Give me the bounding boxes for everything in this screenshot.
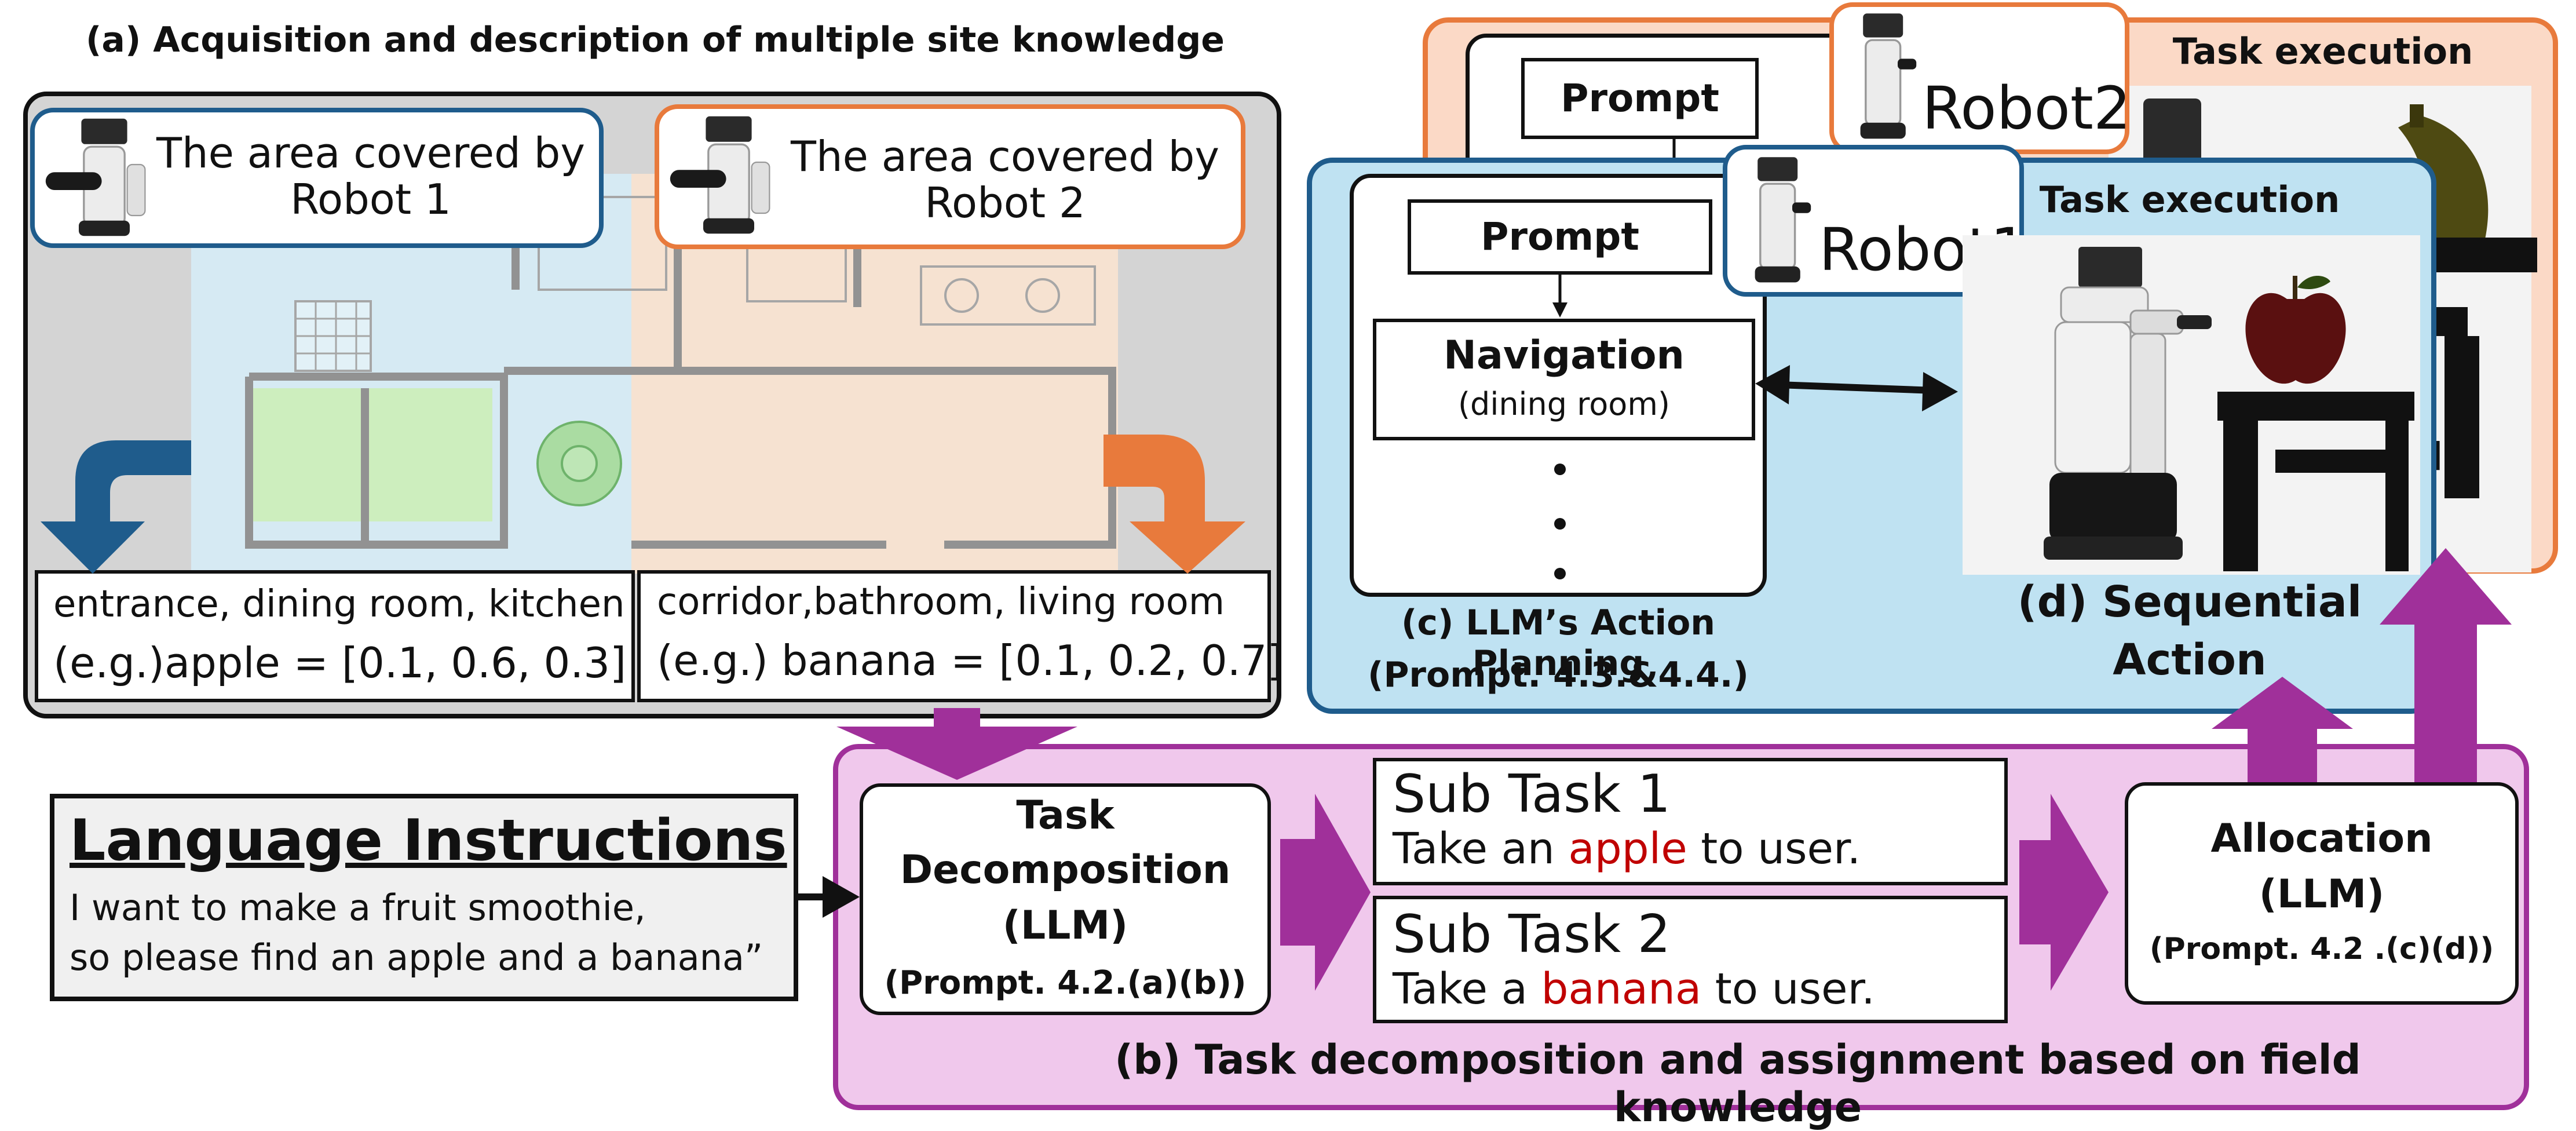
panel-d-caption-1: (d) Sequential xyxy=(2017,577,2362,627)
robot1-area-text-1: The area covered by xyxy=(156,129,585,177)
decomp-line-2: Decomposition xyxy=(900,847,1231,893)
area1-places: entrance, dining room, kitchen xyxy=(53,583,625,626)
panel-b-caption: (b) Task decomposition and assignment ba… xyxy=(1115,1036,2361,1131)
subtask2-post: to user. xyxy=(1701,964,1875,1014)
decomp-line-1: Task xyxy=(1016,793,1115,838)
robot1-area-text-2: Robot 1 xyxy=(290,175,451,224)
subtask2-text: Take a banana to user. xyxy=(1393,964,1875,1014)
robot2-icon xyxy=(670,116,770,234)
alloc-line-2: (LLM) xyxy=(2259,871,2385,917)
subtask1-title: Sub Task 1 xyxy=(1393,764,1671,824)
subtask2-object: banana xyxy=(1541,964,1702,1014)
subtask2-pre: Take a xyxy=(1393,964,1541,1014)
instructions-line-2: so please find an apple and a banana” xyxy=(70,936,763,979)
subtask1-box xyxy=(1373,758,2008,885)
instructions-title: Language Instructions xyxy=(70,808,787,874)
robot2-label-icon xyxy=(1860,13,1917,139)
robot-apple-illustration xyxy=(2044,247,2414,571)
panel-a-title: (a) Acquisition and description of multi… xyxy=(86,20,1225,60)
decomp-prompt: (Prompt. 4.2.(a)(b)) xyxy=(884,964,1247,1002)
area1-example: (e.g.)apple = [0.1, 0.6, 0.3] xyxy=(53,639,627,687)
navigation-label: Navigation xyxy=(1444,333,1685,378)
subtask2-title: Sub Task 2 xyxy=(1393,904,1671,965)
robot2-area-text-1: The area covered by xyxy=(790,132,1219,181)
robot2-prompt-box: Prompt xyxy=(1521,58,1759,139)
subtask1-object: apple xyxy=(1568,824,1687,874)
robot2-area-text-2: Robot 2 xyxy=(925,178,1086,227)
subtask1-text: Take an apple to user. xyxy=(1393,824,1861,874)
navigation-sub: (dining room) xyxy=(1457,386,1670,422)
navigation-box xyxy=(1373,319,1755,440)
area2-example: (e.g.) banana = [0.1, 0.2, 0.7] xyxy=(657,636,1284,685)
area2-places: corridor,bathroom, living room xyxy=(657,581,1225,623)
robot1-exec-label: Task execution xyxy=(2039,178,2340,221)
decomp-line-3: (LLM) xyxy=(1002,903,1128,948)
panel-d-caption-2: Action xyxy=(2113,635,2267,685)
robot2-exec-label: Task execution xyxy=(2172,30,2473,72)
area1-knowledge-box xyxy=(35,570,635,702)
alloc-prompt: (Prompt. 4.2 .(c)(d)) xyxy=(2149,932,2494,966)
robot1-label-icon xyxy=(1755,157,1811,283)
language-instructions-box xyxy=(50,794,798,1001)
subtask2-box xyxy=(1373,896,2008,1023)
subtask1-post: to user. xyxy=(1687,824,1861,874)
robot2-label-text: Robot2 xyxy=(1922,74,2131,143)
task-decomposition-box xyxy=(860,783,1271,1015)
alloc-line-1: Allocation xyxy=(2210,816,2433,862)
robot1-icon xyxy=(45,118,146,236)
allocation-box xyxy=(2125,782,2519,1005)
panel-c-caption-2: (Prompt. 4.3.&4.4.) xyxy=(1368,655,1749,695)
area2-knowledge-box xyxy=(637,570,1271,702)
panel-c-caption-1: (c) LLM’s Action Planning xyxy=(1401,603,1716,684)
prompt-box: Prompt xyxy=(1408,199,1712,275)
subtask1-pre: Take an xyxy=(1393,824,1569,874)
instructions-line-1: I want to make a fruit smoothie, xyxy=(70,886,646,929)
